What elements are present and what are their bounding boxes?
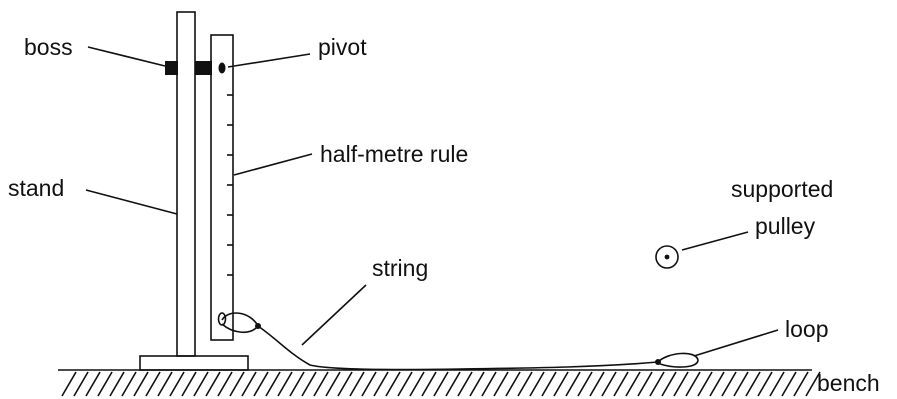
loop-leader-line: [693, 329, 779, 357]
hatch-line: [457, 371, 473, 397]
string-label: string: [372, 255, 428, 281]
hatch-line: [769, 371, 785, 397]
bench: [58, 369, 821, 397]
hatch-line: [565, 371, 581, 397]
stand-pole: [176, 11, 196, 357]
hatch-line: [253, 371, 269, 397]
pulley-axle: [664, 254, 670, 260]
hatch-line: [553, 371, 569, 397]
hatch-line: [541, 371, 557, 397]
hatch-line: [637, 371, 653, 397]
pulley-label-line1: supported: [731, 176, 833, 202]
hatch-line: [181, 371, 197, 397]
hatch-line: [709, 371, 725, 397]
stand-base: [139, 355, 249, 371]
hatch-line: [493, 371, 509, 397]
hatch-line: [589, 371, 605, 397]
rule-leader-line: [233, 153, 313, 176]
hatch-line: [313, 371, 329, 397]
hatch-line: [697, 371, 713, 397]
hatch-line: [205, 371, 221, 397]
hatch-line: [601, 371, 617, 397]
hatch-line: [397, 371, 413, 397]
hatch-line: [661, 371, 677, 397]
hatch-line: [73, 371, 89, 397]
hatch-line: [481, 371, 497, 397]
hatch-line: [721, 371, 737, 397]
hatch-line: [733, 371, 749, 397]
hatch-line: [745, 371, 761, 397]
hatch-line: [517, 371, 533, 397]
hatch-line: [757, 371, 773, 397]
hatch-line: [385, 371, 401, 397]
string: [257, 325, 659, 371]
string-leader-line: [301, 284, 367, 346]
hatch-line: [289, 371, 305, 397]
hatch-line: [421, 371, 437, 397]
hatch-line: [625, 371, 641, 397]
hatch-line: [433, 371, 449, 397]
hatch-line: [469, 371, 485, 397]
hatch-line: [673, 371, 689, 397]
hatch-line: [337, 371, 353, 397]
hatch-line: [301, 371, 317, 397]
hatch-line: [685, 371, 701, 397]
hatch-line: [229, 371, 245, 397]
boss-clamp: [165, 61, 178, 75]
hatch-line: [241, 371, 257, 397]
boss-label: boss: [24, 34, 73, 60]
bench-hatching: [61, 371, 821, 397]
string-end-loop: [657, 352, 699, 368]
pulley-leader-line: [681, 231, 749, 251]
hatch-line: [157, 371, 173, 397]
boss-leader-line: [87, 46, 166, 67]
pulley-wheel: [655, 245, 679, 269]
hatch-line: [325, 371, 341, 397]
hatch-line: [217, 371, 233, 397]
hatch-line: [805, 371, 821, 397]
hatch-line: [409, 371, 425, 397]
rule-label: half-metre rule: [320, 141, 468, 167]
hatch-line: [265, 371, 281, 397]
hatch-line: [349, 371, 365, 397]
hatch-line: [193, 371, 209, 397]
hatch-line: [133, 371, 149, 397]
pivot-label: pivot: [318, 34, 367, 60]
hatch-line: [529, 371, 545, 397]
hatch-line: [277, 371, 293, 397]
string-loop-at-rule: [221, 312, 259, 333]
hatch-line: [505, 371, 521, 397]
hatch-line: [109, 371, 125, 397]
hatch-line: [169, 371, 185, 397]
hatch-line: [373, 371, 389, 397]
loop-label: loop: [785, 316, 828, 342]
bench-label: bench: [817, 370, 880, 396]
hatch-line: [781, 371, 797, 397]
hatch-line: [577, 371, 593, 397]
rule-scale-ticks: [227, 94, 233, 276]
hatch-line: [361, 371, 377, 397]
pivot-point: [218, 62, 226, 74]
half-metre-rule: [210, 34, 234, 341]
hatch-line: [649, 371, 665, 397]
hatch-line: [97, 371, 113, 397]
hatch-line: [445, 371, 461, 397]
stand-label: stand: [8, 175, 64, 201]
hatch-line: [61, 371, 77, 397]
pulley-label-line2: pulley: [755, 213, 816, 239]
hatch-line: [145, 371, 161, 397]
hatch-line: [793, 371, 809, 397]
hatch-line: [85, 371, 101, 397]
hatch-line: [613, 371, 629, 397]
boss-connector: [195, 61, 212, 75]
hatch-line: [121, 371, 137, 397]
pivot-leader-line: [227, 53, 311, 68]
stand-leader-line: [85, 189, 178, 215]
